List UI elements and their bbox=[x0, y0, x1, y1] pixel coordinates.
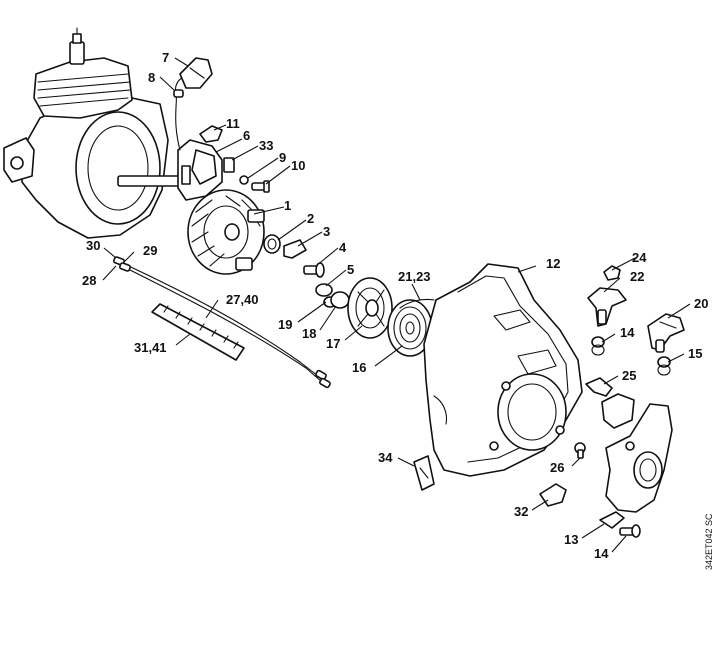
fan-housing bbox=[423, 263, 583, 477]
label-30: 30 bbox=[86, 238, 100, 253]
label-34: 34 bbox=[378, 450, 393, 465]
label-16: 16 bbox=[352, 360, 366, 375]
screw-14 bbox=[619, 524, 641, 538]
protective-hose bbox=[151, 303, 245, 361]
label-31-41: 31,41 bbox=[134, 340, 167, 355]
washer-5 bbox=[315, 283, 333, 297]
label-27-40: 27,40 bbox=[226, 292, 259, 307]
short-circuit-wire-clip bbox=[199, 125, 223, 143]
spring-15b bbox=[657, 356, 671, 376]
trigger-lockout-20 bbox=[647, 313, 685, 353]
label-7: 7 bbox=[162, 50, 169, 65]
label-1: 1 bbox=[284, 198, 291, 213]
label-29: 29 bbox=[143, 243, 157, 258]
label-6: 6 bbox=[243, 128, 250, 143]
spring-2 bbox=[263, 234, 281, 254]
choke-lever-25 bbox=[585, 377, 635, 429]
label-18: 18 bbox=[302, 326, 316, 341]
spark-plug-boot bbox=[179, 57, 213, 89]
washer-9 bbox=[239, 175, 249, 185]
engine-cylinder bbox=[3, 27, 197, 239]
label-20: 20 bbox=[694, 296, 708, 311]
starter-rope bbox=[399, 298, 435, 309]
label-28: 28 bbox=[82, 273, 96, 288]
label-8: 8 bbox=[148, 70, 155, 85]
label-14: 14 bbox=[594, 546, 609, 561]
collar-screw-4 bbox=[303, 262, 325, 278]
handle-housing-13 bbox=[599, 403, 673, 529]
throttle-trigger-22 bbox=[587, 287, 627, 327]
drawing-code: 342ET042 SC bbox=[704, 513, 714, 570]
label-10: 10 bbox=[291, 158, 305, 173]
label-5: 5 bbox=[347, 262, 354, 277]
screw-26 bbox=[574, 442, 586, 459]
label-2: 2 bbox=[307, 211, 314, 226]
label-3: 3 bbox=[323, 224, 330, 239]
label-19: 19 bbox=[278, 317, 292, 332]
flywheel bbox=[187, 189, 265, 275]
label-4: 4 bbox=[339, 240, 347, 255]
label-32: 32 bbox=[514, 504, 528, 519]
washer-18 bbox=[330, 291, 350, 309]
label-12: 12 bbox=[546, 256, 560, 271]
label-15a: 14 bbox=[620, 325, 635, 340]
label-24: 24 bbox=[632, 250, 647, 265]
spring-15a bbox=[591, 336, 605, 356]
callout-labels: 7 8 11 6 33 9 10 1 2 3 4 5 19 18 17 16 2… bbox=[82, 50, 708, 561]
leader-lines bbox=[102, 57, 691, 553]
screw-10 bbox=[251, 180, 270, 193]
plate-34 bbox=[413, 455, 435, 491]
label-21-23: 21,23 bbox=[398, 269, 431, 284]
spring-clip bbox=[173, 89, 184, 98]
label-17: 17 bbox=[326, 336, 340, 351]
label-26: 26 bbox=[550, 460, 564, 475]
label-11: 11 bbox=[226, 116, 240, 131]
spacer-plate bbox=[223, 157, 235, 173]
cap-24 bbox=[603, 265, 621, 281]
label-25: 25 bbox=[622, 368, 636, 383]
rope-rotor bbox=[347, 277, 393, 339]
label-15b: 15 bbox=[688, 346, 702, 361]
label-33: 33 bbox=[259, 138, 273, 153]
ignition-leads bbox=[113, 256, 331, 389]
label-13: 13 bbox=[564, 532, 578, 547]
rewind-spring bbox=[387, 299, 433, 357]
label-9: 9 bbox=[279, 150, 286, 165]
label-22: 22 bbox=[630, 269, 644, 284]
